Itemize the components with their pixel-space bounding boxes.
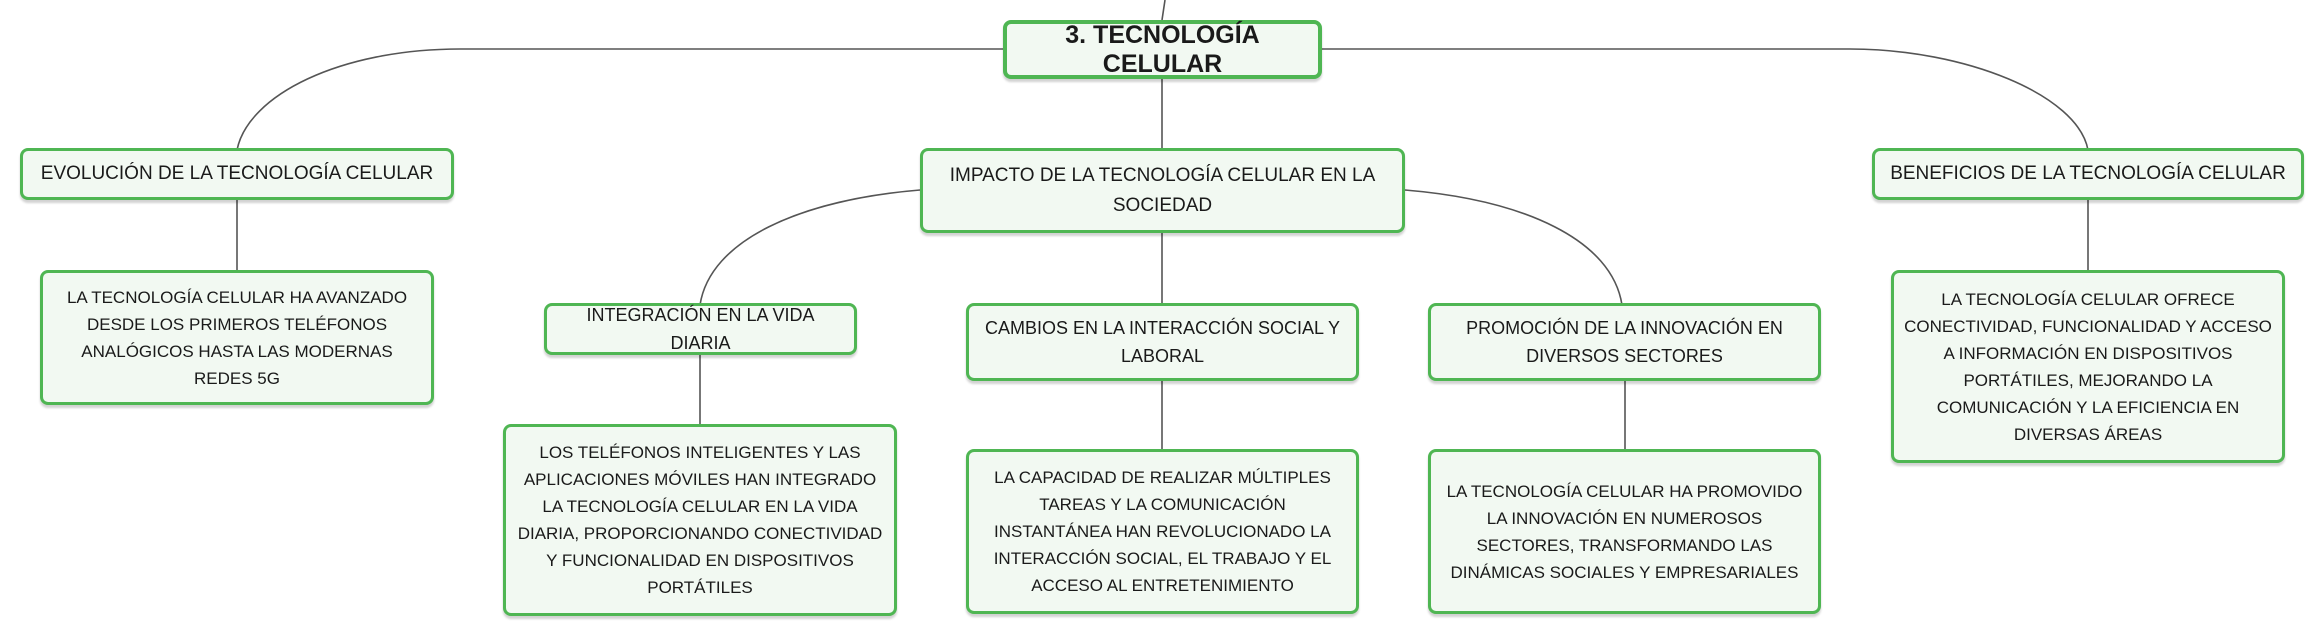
connector-parent-root — [1161, 0, 1166, 21]
subtopic-promocion-label: PROMOCIÓN DE LA INNOVACIÓN EN DIVERSOS S… — [1466, 318, 1783, 366]
subtopic-cambios[interactable]: CAMBIOS EN LA INTERACCIÓN SOCIAL Y LABOR… — [966, 303, 1359, 381]
subtopic-integracion[interactable]: INTEGRACIÓN EN LA VIDA DIARIA — [544, 303, 857, 355]
promocion-detail[interactable]: LA TECNOLOGÍA CELULAR HA PROMOVIDO LA IN… — [1428, 449, 1821, 614]
connector-impacto-integracion — [699, 189, 921, 306]
subtopic-integracion-label: INTEGRACIÓN EN LA VIDA DIARIA — [586, 305, 815, 353]
integracion-detail[interactable]: LOS TELÉFONOS INTELIGENTES Y LAS APLICAC… — [503, 424, 897, 616]
subtopic-cambios-label: CAMBIOS EN LA INTERACCIÓN SOCIAL Y LABOR… — [984, 318, 1341, 366]
connector-root-beneficios — [1322, 48, 2089, 151]
beneficios-detail-text: LA TECNOLOGÍA CELULAR OFRECE CONECTIVIDA… — [1904, 289, 2272, 444]
evolucion-detail[interactable]: LA TECNOLOGÍA CELULAR HA AVANZADO DESDE … — [40, 270, 434, 405]
promocion-detail-text: LA TECNOLOGÍA CELULAR HA PROMOVIDO LA IN… — [1446, 481, 1803, 582]
topic-impacto[interactable]: IMPACTO DE LA TECNOLOGÍA CELULAR EN LA S… — [920, 148, 1405, 233]
topic-beneficios-label: BENEFICIOS DE LA TECNOLOGÍA CELULAR — [1890, 163, 2286, 184]
connector-root-evolucion — [236, 48, 1003, 151]
topic-evolucion[interactable]: EVOLUCIÓN DE LA TECNOLOGÍA CELULAR — [20, 148, 454, 200]
cambios-detail-text: LA CAPACIDAD DE REALIZAR MÚLTIPLES TAREA… — [993, 468, 1332, 595]
root-topic[interactable]: 3. TECNOLOGÍA CELULAR — [1003, 20, 1322, 79]
subtopic-promocion[interactable]: PROMOCIÓN DE LA INNOVACIÓN EN DIVERSOS S… — [1428, 303, 1821, 381]
cambios-detail[interactable]: LA CAPACIDAD DE REALIZAR MÚLTIPLES TAREA… — [966, 449, 1359, 614]
connector-impacto-promocion — [1404, 189, 1623, 306]
topic-evolucion-label: EVOLUCIÓN DE LA TECNOLOGÍA CELULAR — [40, 163, 434, 184]
beneficios-detail[interactable]: LA TECNOLOGÍA CELULAR OFRECE CONECTIVIDA… — [1891, 270, 2285, 463]
root-topic-label: 3. TECNOLOGÍA CELULAR — [1065, 20, 1260, 78]
evolucion-detail-text: LA TECNOLOGÍA CELULAR HA AVANZADO DESDE … — [66, 287, 408, 388]
topic-impacto-label: IMPACTO DE LA TECNOLOGÍA CELULAR EN LA S… — [949, 164, 1376, 216]
topic-beneficios[interactable]: BENEFICIOS DE LA TECNOLOGÍA CELULAR — [1872, 148, 2304, 200]
integracion-detail-text: LOS TELÉFONOS INTELIGENTES Y LAS APLICAC… — [517, 443, 883, 597]
